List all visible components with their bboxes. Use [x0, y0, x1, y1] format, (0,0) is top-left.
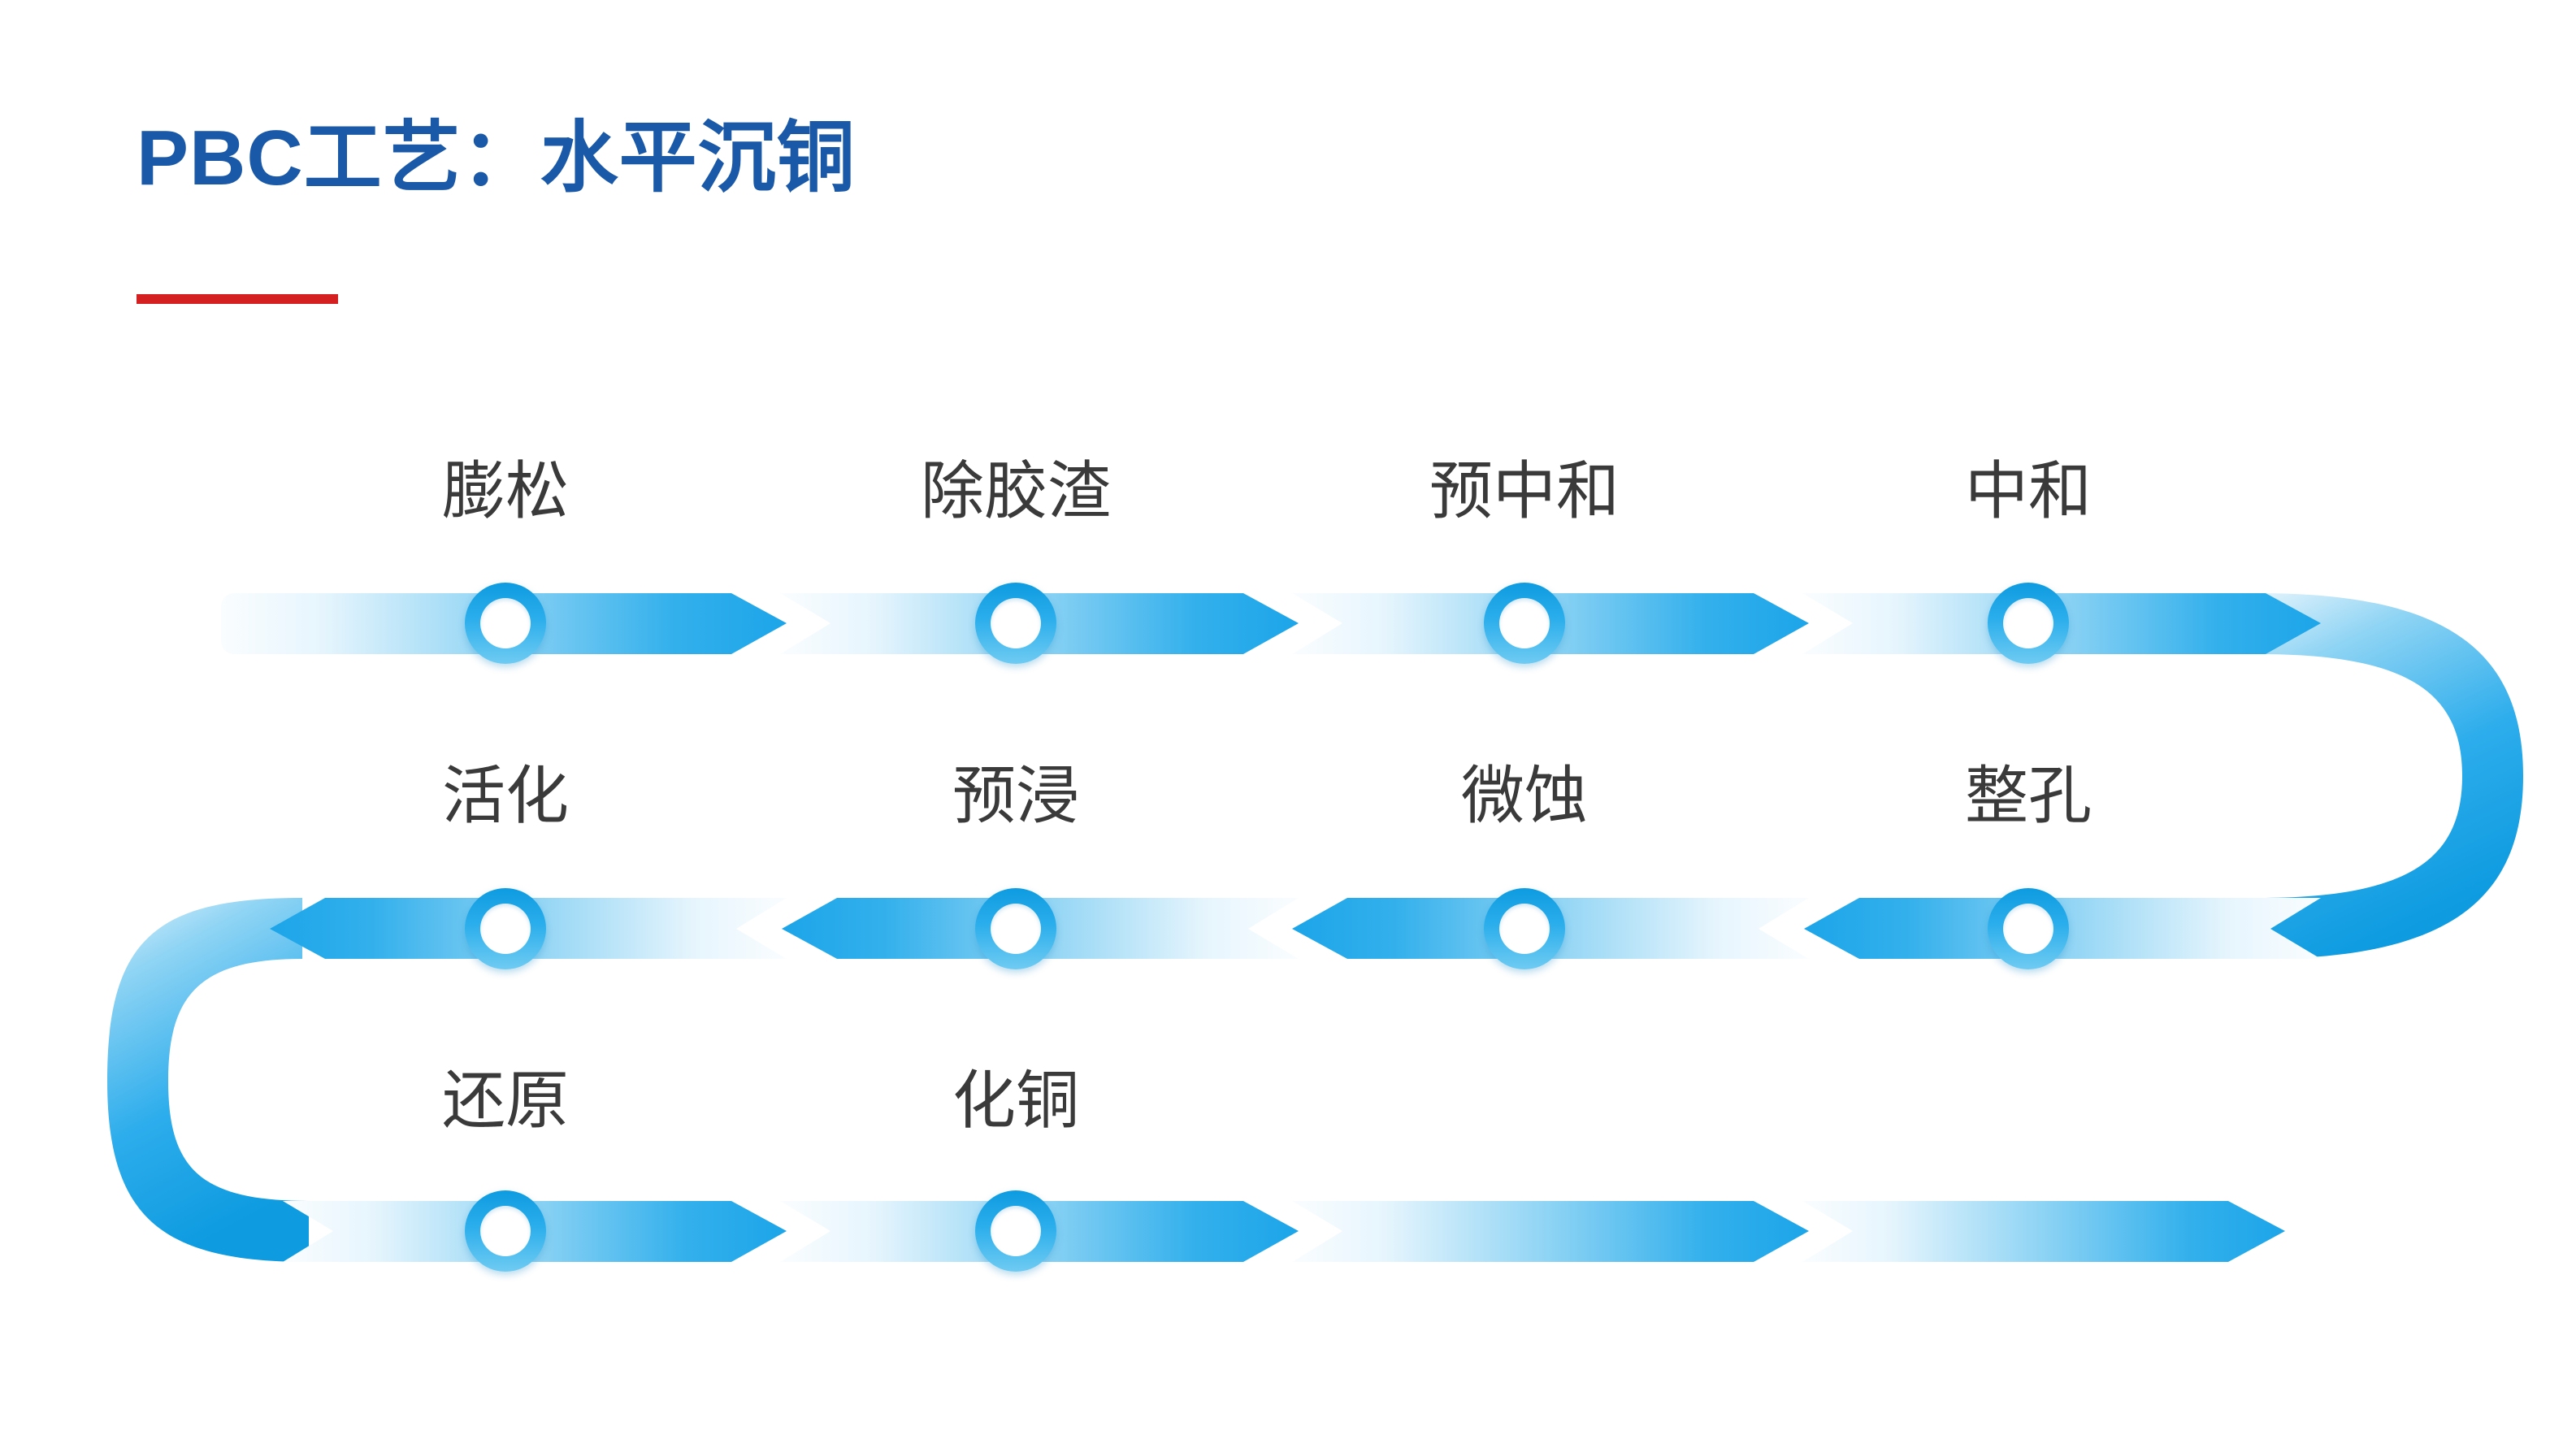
step-label-zhonghe: 中和: [1964, 455, 2092, 527]
page-title: PBC工艺：水平沉铜: [137, 115, 856, 202]
connector-uturn-right: [2259, 593, 2523, 959]
connector-uturn-left: [107, 898, 309, 1262]
title-underline-rule: [137, 294, 338, 304]
step-node-yuzhonghe[interactable]: [1484, 583, 1565, 664]
step-node-weishi[interactable]: [1484, 888, 1565, 969]
step-label-huanyuan: 还原: [441, 1064, 570, 1136]
step-label-pengsong: 膨松: [441, 455, 570, 527]
step-label-weishi: 微蚀: [1460, 760, 1589, 831]
step-node-pengsong[interactable]: [465, 583, 546, 664]
step-label-huatong: 化铜: [952, 1064, 1080, 1136]
step-node-zhengkong[interactable]: [1988, 888, 2069, 969]
step-label-zhengkong: 整孔: [1964, 760, 2092, 831]
step-label-yuzhonghe: 预中和: [1429, 455, 1620, 527]
step-node-yujin[interactable]: [975, 888, 1056, 969]
step-node-huanyuan[interactable]: [465, 1190, 546, 1272]
arrow-segment-r3-3: [1292, 1201, 1809, 1262]
title-block: PBC工艺：水平沉铜: [137, 114, 856, 304]
step-node-zhonghe[interactable]: [1988, 583, 2069, 664]
flow-row-3: [283, 1201, 2285, 1262]
step-label-huohua: 活化: [441, 760, 570, 831]
step-node-huatong[interactable]: [975, 1190, 1056, 1272]
step-node-huohua[interactable]: [465, 888, 546, 969]
arrow-segment-r3-4: [1802, 1201, 2285, 1262]
step-label-chujiaozha: 除胶渣: [920, 455, 1112, 527]
step-label-yujin: 预浸: [952, 760, 1080, 831]
step-node-chujiaozha[interactable]: [975, 583, 1056, 664]
